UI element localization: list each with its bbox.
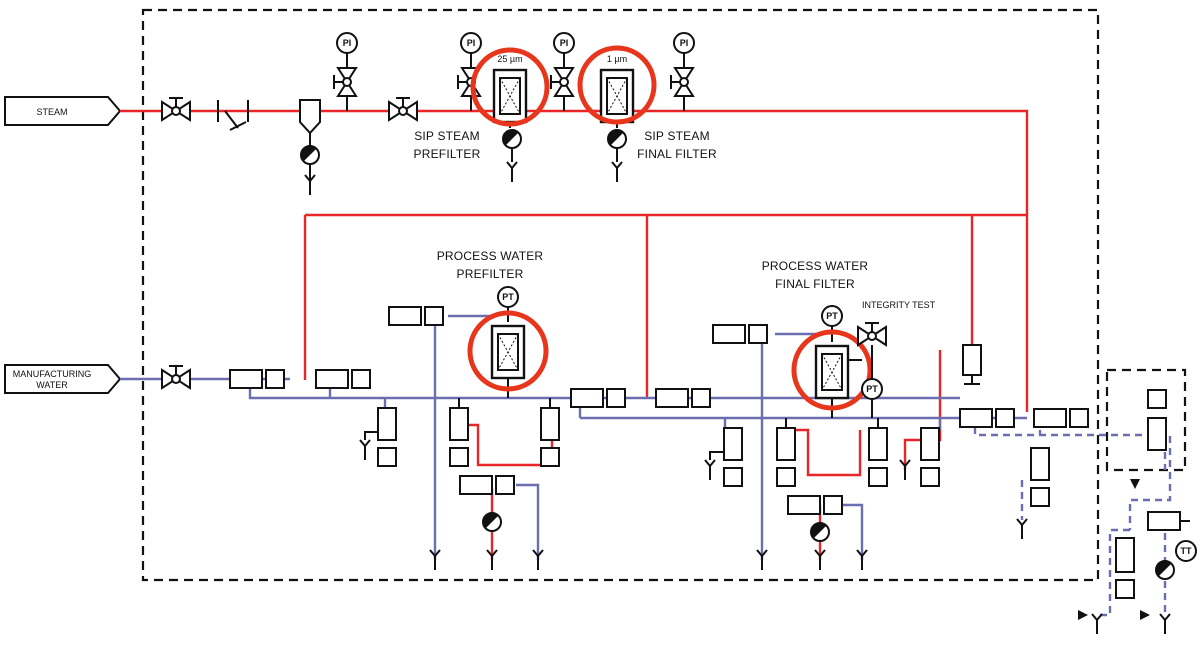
- steam-isolation-valve: [388, 97, 418, 121]
- prefilter-drain-valves: [449, 398, 560, 571]
- pt-label: PT: [866, 384, 878, 394]
- sample-valve-2: [704, 427, 743, 487]
- highlight-ring: [467, 310, 549, 392]
- water-input-label-2: WATER: [36, 380, 68, 390]
- steam-inlet-valve: [161, 97, 191, 121]
- pt-label: PT: [826, 311, 838, 321]
- steam-separator: [299, 99, 321, 196]
- prefilter-rating: 25 µm: [497, 54, 522, 64]
- steam-piping: [120, 109, 1029, 560]
- highlight-ring: [577, 45, 657, 125]
- pi-label: PI: [467, 38, 476, 48]
- sampling-valve: [1147, 389, 1167, 451]
- pi-label: PI: [560, 38, 569, 48]
- pw-prefilter-label-1: PROCESS WATER: [437, 249, 544, 263]
- external-sampling: TT: [1078, 479, 1197, 635]
- aseptic-valve-4: [655, 388, 711, 408]
- skid-boundary: [141, 8, 1100, 582]
- process-water-final-filter: PT PT: [712, 305, 887, 418]
- highlight-ring: [470, 47, 550, 127]
- pi-gauge-3: PI: [550, 32, 575, 111]
- water-input-label-1: MANUFACTURING: [13, 369, 92, 379]
- pi-gauge-4: PI: [670, 32, 695, 111]
- sip-steam-final-filter: 1 µm: [577, 45, 657, 183]
- outlet-valve-1: [959, 408, 1015, 428]
- sip-final-label-2: FINAL FILTER: [637, 147, 717, 161]
- steam-bleed-valve: [962, 344, 982, 385]
- steam-input-tag: STEAM: [4, 96, 122, 126]
- pw-final-label-1: PROCESS WATER: [762, 259, 869, 273]
- tt-label: TT: [1181, 546, 1192, 556]
- water-piping: [120, 314, 1027, 560]
- water-input-tag: MANUFACTURING WATER: [4, 364, 122, 394]
- highlight-ring: [791, 329, 873, 411]
- final-filter-drain-valves: [776, 418, 888, 571]
- aseptic-valve-2: [315, 369, 371, 389]
- pi-gauge-1: PI: [333, 32, 358, 111]
- sampling-boundary: [1105, 368, 1187, 472]
- sip-prefilter-label-1: SIP STEAM: [414, 129, 480, 143]
- steam-input-label: STEAM: [36, 107, 67, 117]
- aseptic-valve-1: [229, 369, 285, 389]
- sample-valve-1: [359, 407, 397, 467]
- strainer: [217, 100, 249, 131]
- pi-label: PI: [680, 38, 689, 48]
- outlet-valve-2: [1033, 408, 1089, 428]
- aseptic-valve-3: [570, 388, 626, 408]
- pi-label: PI: [343, 38, 352, 48]
- sip-steam-prefilter: 25 µm: [470, 47, 550, 183]
- process-water-prefilter: PT: [388, 286, 549, 398]
- pw-final-label-2: FINAL FILTER: [775, 277, 855, 291]
- sip-final-label-1: SIP STEAM: [644, 129, 710, 143]
- pw-prefilter-label-2: PREFILTER: [457, 267, 524, 281]
- integrity-test-label: INTEGRITY TEST: [862, 300, 936, 310]
- pt-label: PT: [502, 292, 514, 302]
- sample-piping: [960, 416, 1172, 617]
- water-inlet-valve: [161, 365, 191, 389]
- sip-prefilter-label-2: PREFILTER: [414, 147, 481, 161]
- final-rating: 1 µm: [607, 54, 627, 64]
